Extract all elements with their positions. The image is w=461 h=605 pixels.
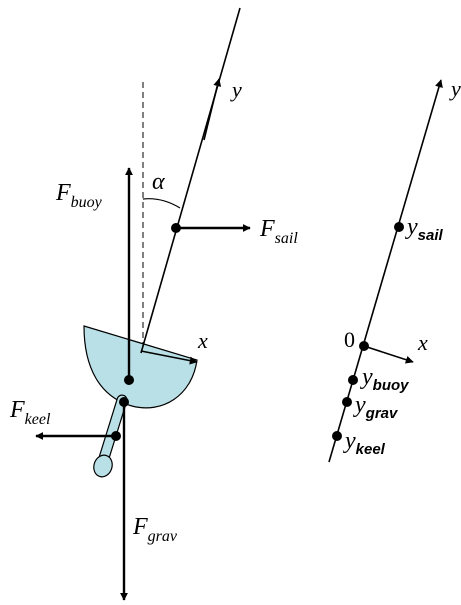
left-diagram: y x α Fbuoy Fsail Fkeel Fgrav [9, 7, 298, 601]
alpha-angle-label: α [152, 169, 165, 195]
y-buoy-label-main: y [360, 364, 373, 390]
force-buoy-label-sub: buoy [71, 194, 103, 211]
y-keel-label-sub: keel [356, 441, 386, 458]
svg-text:ybuoy: ybuoy [360, 364, 409, 394]
right-y-axis-label: y [449, 76, 461, 101]
force-keel-label-main: F [9, 397, 25, 423]
force-grav-label-main: F [132, 514, 148, 540]
force-keel-label-sub: keel [25, 411, 51, 428]
sail-force-point [171, 223, 181, 233]
y-buoy-label-sub: buoy [373, 377, 409, 394]
svg-text:Fgrav: Fgrav [132, 514, 178, 545]
y-grav-label-sub: grav [365, 405, 399, 422]
mast-line [140, 7, 241, 354]
svg-text:ysail: ysail [405, 214, 444, 244]
gravity-point [119, 397, 129, 407]
svg-text:x: x [417, 330, 428, 355]
svg-text:y: y [449, 76, 461, 101]
force-sail-label-sub: sail [275, 230, 299, 247]
force-grav-label-sub: grav [148, 528, 178, 545]
svg-text:Fbuoy: Fbuoy [55, 180, 103, 211]
y-grav-label-main: y [353, 392, 366, 418]
svg-text:x: x [197, 328, 208, 353]
svg-text:Fkeel: Fkeel [9, 397, 51, 428]
keel-bulb [93, 454, 113, 478]
left-y-axis-label: y [230, 77, 242, 102]
force-buoy-label-main: F [55, 180, 71, 206]
left-x-axis-arrow [140, 350, 198, 365]
origin-label: 0 [344, 327, 355, 352]
svg-text:0: 0 [344, 327, 355, 352]
y-sail-point [394, 222, 404, 232]
svg-text:Fsail: Fsail [259, 216, 298, 247]
svg-text:y: y [230, 77, 242, 102]
y-keel-label-main: y [343, 428, 356, 454]
origin-point [359, 341, 369, 351]
y-sail-label-sub: sail [418, 227, 444, 244]
keel-stem-fill [99, 395, 127, 463]
alpha-angle-arc [142, 198, 181, 209]
hull-shape [83, 325, 198, 409]
buoyancy-point [124, 375, 134, 385]
y-buoy-point [348, 375, 358, 385]
keel-force-point [111, 431, 121, 441]
right-x-axis-label: x [417, 330, 428, 355]
svg-text:α: α [152, 169, 165, 195]
svg-text:ykeel: ykeel [343, 428, 386, 458]
mast-y-axis-arrow [203, 78, 222, 141]
y-grav-point [342, 397, 352, 407]
y-keel-point [332, 431, 342, 441]
svg-text:ygrav: ygrav [353, 392, 399, 422]
left-x-axis-label: x [197, 328, 208, 353]
force-sail-label-main: F [259, 216, 275, 242]
right-diagram: y x 0 ysail ybuoy ygrav ykeel [328, 76, 461, 463]
y-sail-label-main: y [405, 214, 418, 240]
right-x-axis-arrow [363, 345, 414, 364]
